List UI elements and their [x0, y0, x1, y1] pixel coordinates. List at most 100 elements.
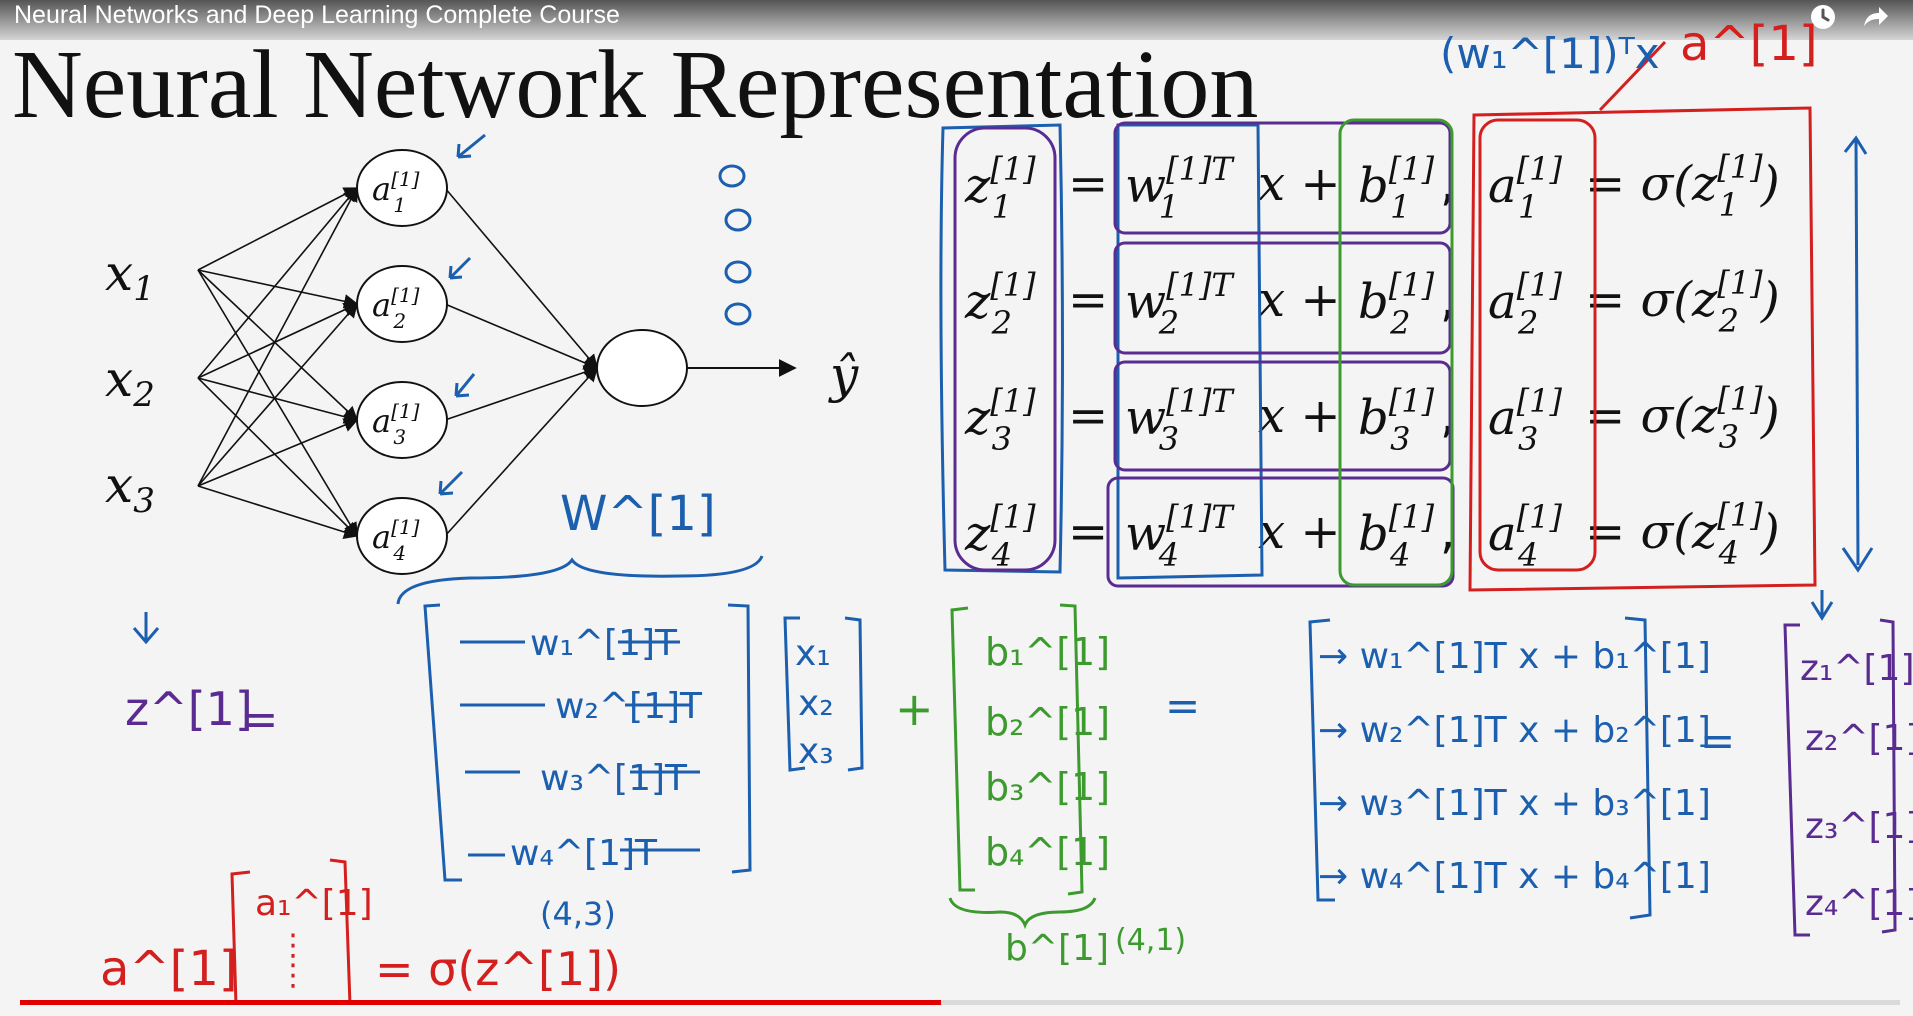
- hidden-output-edge: [444, 187, 598, 370]
- handwritten-wx: (w₁^[1])ᵀx: [1440, 29, 1660, 78]
- input-hidden-edge: [197, 187, 359, 271]
- svg-text:w[1]T4: w[1]T4: [1125, 498, 1235, 574]
- vertical-arrow: [1841, 135, 1874, 573]
- svg-text:= σ(z[1]1): = σ(z[1]1): [1585, 148, 1780, 224]
- handwritten-check-arrows: [438, 133, 486, 496]
- svg-text:⋮: ⋮: [278, 928, 308, 963]
- svg-text:b₁^[1]: b₁^[1]: [985, 630, 1110, 674]
- plus-sign: +: [895, 682, 934, 736]
- W-label: W^[1]: [560, 486, 716, 542]
- svg-text:a[1]3: a[1]3: [1488, 382, 1562, 458]
- z-label: z^[1]: [125, 682, 253, 736]
- hidden-output-edge: [444, 366, 598, 537]
- svg-text:a₁^[1]: a₁^[1]: [255, 883, 373, 924]
- z-column-oval: [953, 126, 1057, 572]
- input-hidden-edge: [197, 302, 359, 379]
- svg-text:=: =: [1068, 388, 1108, 444]
- input-hidden-edge: [197, 485, 359, 539]
- hidden-output-edge: [444, 303, 599, 370]
- row2-box: [1113, 241, 1452, 355]
- neuron-label: a: [372, 170, 391, 208]
- svg-text:w[1]T2: w[1]T2: [1125, 266, 1235, 342]
- hidden-neuron-3: a[1]3: [356, 381, 448, 459]
- sigma-expression: = σ(z^[1]): [375, 942, 621, 996]
- svg-text:b₂^[1]: b₂^[1]: [985, 700, 1110, 744]
- b-shape: (4,1): [1115, 923, 1186, 958]
- hidden-output-edge: [444, 365, 599, 421]
- a-label: a^[1]: [100, 941, 238, 997]
- hidden-neuron-1: a[1]1: [356, 149, 448, 227]
- w-row-2: w₂^[1]T: [555, 686, 703, 727]
- z-column-box: [939, 123, 1064, 574]
- svg-text:w[1]T3: w[1]T3: [1125, 382, 1235, 458]
- svg-text:a[1]2: a[1]2: [1488, 266, 1562, 342]
- input-hidden-edge: [197, 269, 359, 309]
- svg-text:x₁: x₁: [795, 633, 831, 674]
- input-x2: x2: [105, 350, 155, 415]
- input-hidden-edge: [197, 269, 359, 421]
- W-matrix: w₁^[1]T w₂^[1]T w₃^[1]T w₄^[1]T (4,3): [423, 603, 752, 933]
- w-row-3: w₃^[1]T: [540, 758, 688, 799]
- result-vector: → w₁^[1]T x + b₁^[1] → w₂^[1]T x + b₂^[1…: [1308, 616, 1711, 920]
- svg-text:z[1]1: z[1]1: [964, 150, 1036, 226]
- a-definition: a^[1] a₁^[1] ⋮ ⋮ = σ(z^[1]): [100, 858, 621, 1006]
- svg-text:a[1]1: a[1]1: [1488, 150, 1562, 226]
- neuron-label: a: [372, 286, 391, 324]
- svg-text:z₂^[1]: z₂^[1]: [1805, 718, 1913, 759]
- svg-text:x₃: x₃: [798, 731, 834, 772]
- handwritten-a1: a^[1]: [1680, 16, 1818, 72]
- input-hidden-edge: [197, 302, 358, 487]
- svg-text:= σ(z[1]4): = σ(z[1]4): [1585, 496, 1780, 572]
- svg-text:b[1]4: b[1]4: [1358, 498, 1435, 574]
- svg-text:w[1]T1: w[1]T1: [1125, 150, 1235, 226]
- svg-text:a[1]2: a[1]2: [372, 283, 420, 333]
- svg-text:b[1]3: b[1]3: [1358, 382, 1435, 458]
- video-title[interactable]: Neural Networks and Deep Learning Comple…: [14, 1, 620, 29]
- svg-text:→ w₂^[1]T x + b₂^[1]: → w₂^[1]T x + b₂^[1]: [1318, 710, 1711, 751]
- input-x1: x1: [105, 244, 155, 309]
- neuron-label: a: [372, 518, 391, 556]
- pointer-line: [1598, 40, 1667, 112]
- share-icon[interactable]: [1860, 2, 1890, 32]
- progress-track[interactable]: [20, 1000, 1900, 1005]
- svg-text:= σ(z[1]3): = σ(z[1]3): [1585, 380, 1780, 456]
- progress-fill[interactable]: [20, 1000, 942, 1005]
- input-x3: x3: [105, 456, 155, 521]
- neuron-label: a: [372, 402, 391, 440]
- b-column-box: [1338, 118, 1454, 587]
- svg-text:=: =: [1068, 272, 1108, 328]
- svg-text:a[1]1: a[1]1: [372, 167, 420, 217]
- w-shape: (4,3): [540, 895, 616, 933]
- svg-text:b₄^[1]: b₄^[1]: [985, 830, 1110, 874]
- svg-text:x +: x +: [1258, 388, 1341, 444]
- svg-text:x +: x +: [1258, 272, 1341, 328]
- svg-text:⋮: ⋮: [278, 958, 308, 993]
- b-label: b^[1]: [1005, 928, 1109, 969]
- svg-text:z₄^[1]: z₄^[1]: [1805, 883, 1913, 924]
- hidden-neuron-4: a[1]4: [356, 497, 448, 575]
- z-down-arrow: [132, 612, 160, 645]
- svg-text:a[1]4: a[1]4: [372, 515, 420, 565]
- clock-icon[interactable]: [1808, 2, 1838, 32]
- svg-text:z[1]3: z[1]3: [964, 382, 1036, 458]
- svg-text:z[1]2: z[1]2: [964, 266, 1036, 342]
- input-hidden-edge: [197, 186, 358, 379]
- svg-text:= σ(z[1]2): = σ(z[1]2): [1585, 264, 1780, 340]
- svg-text:x +: x +: [1258, 156, 1341, 212]
- sigma-column-box: [1468, 106, 1817, 592]
- svg-text:a[1]3: a[1]3: [372, 399, 420, 449]
- input-hidden-edge: [197, 418, 359, 487]
- a-column-oval: [1478, 118, 1597, 572]
- svg-text:z₁^[1]: z₁^[1]: [1800, 648, 1913, 689]
- input-hidden-edge: [197, 377, 359, 424]
- slide-title: Neural Network Representation: [12, 31, 1259, 139]
- row3-box: [1113, 360, 1452, 472]
- svg-text:b[1]2: b[1]2: [1358, 266, 1435, 342]
- svg-text:=: =: [1068, 504, 1108, 560]
- network-edges: [197, 186, 599, 539]
